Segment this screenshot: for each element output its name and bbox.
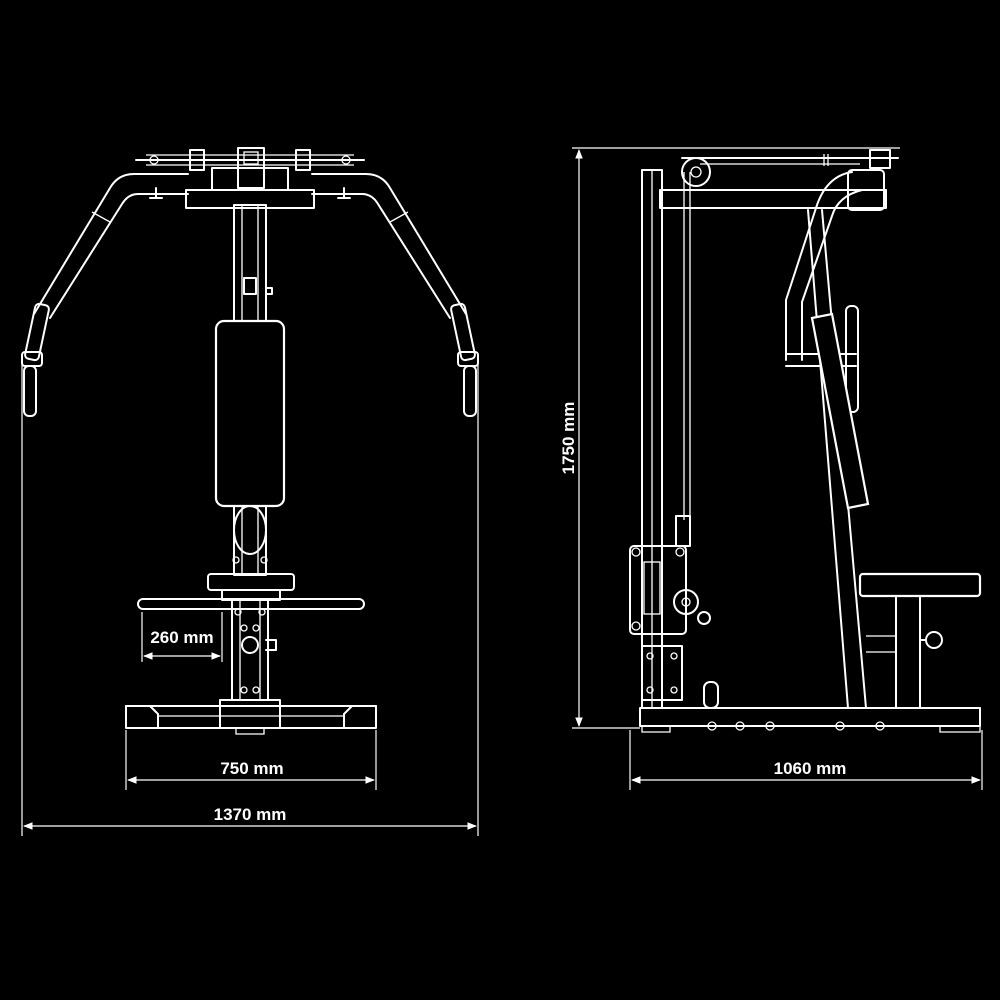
front-lower-column	[231, 599, 277, 701]
dim-label-1750: 1750 mm	[559, 402, 578, 475]
front-view	[21, 147, 479, 735]
front-seat	[137, 573, 365, 610]
dim-label-1370: 1370 mm	[214, 805, 287, 824]
front-base	[125, 699, 377, 735]
dim-label-750: 750 mm	[220, 759, 283, 778]
dimension-labels: 1370 mm 750 mm 260 mm 1060 mm 1750 mm	[150, 402, 846, 824]
dimension-lines	[21, 147, 983, 836]
side-top-beam	[659, 149, 899, 211]
side-seat	[858, 572, 982, 709]
front-left-arm	[21, 173, 189, 417]
side-main-column	[641, 169, 691, 709]
front-top-assembly	[135, 147, 365, 209]
side-weight-carriage	[629, 515, 711, 701]
dim-label-260: 260 mm	[150, 628, 213, 647]
side-view	[629, 149, 982, 733]
front-right-arm	[311, 173, 479, 417]
side-base	[639, 681, 981, 733]
dim-label-1060: 1060 mm	[774, 759, 847, 778]
side-back-pad	[810, 312, 870, 510]
front-back-pad	[214, 319, 286, 508]
